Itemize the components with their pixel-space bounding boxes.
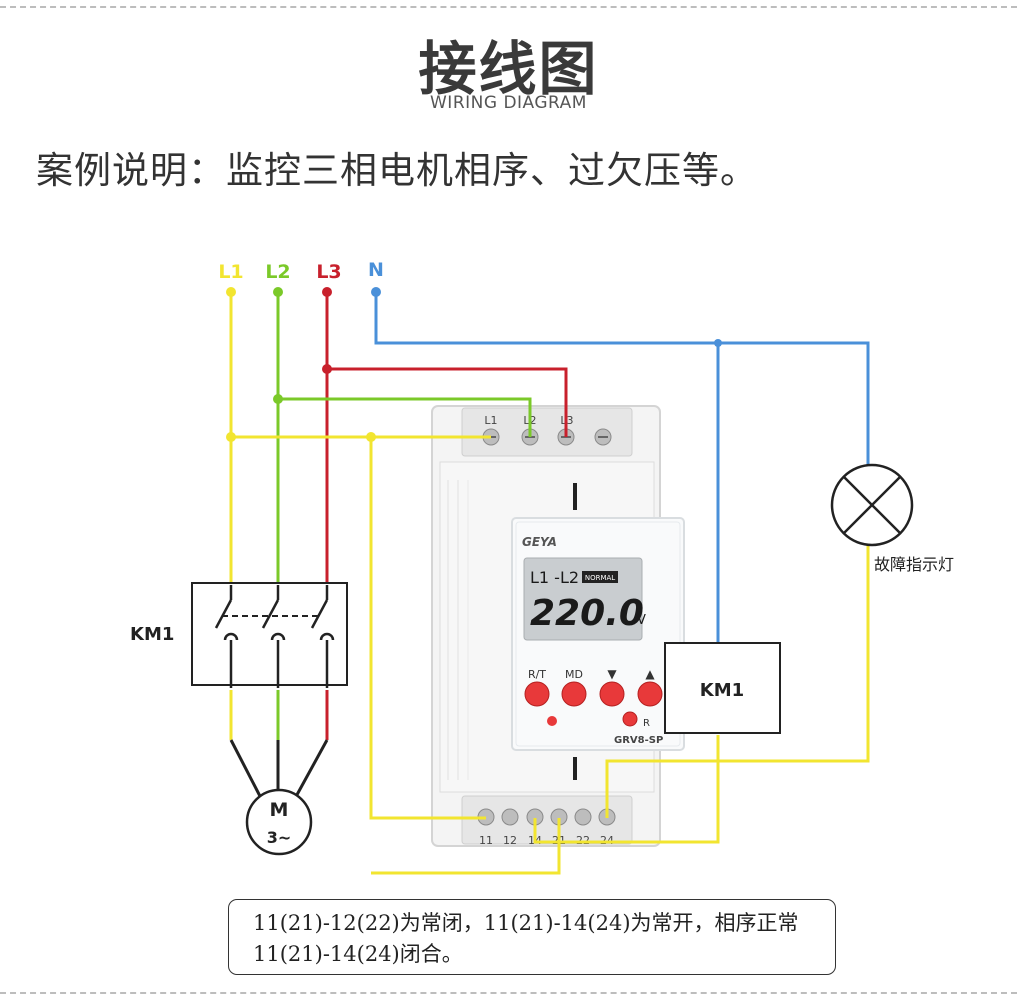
case-description: 案例说明：监控三相电机相序、过欠压等。 <box>36 149 758 192</box>
fault-lamp <box>830 463 914 547</box>
motor-feed-lines <box>229 739 329 803</box>
bottom-dashed-divider <box>0 992 1017 994</box>
contactor-km1 <box>191 582 348 688</box>
note-box: 11(21)-12(22)为常闭，11(21)-14(24)为常开，相序正常 1… <box>228 899 836 975</box>
phase-label-n: N <box>368 259 384 281</box>
coil-label: KM1 <box>700 680 744 701</box>
wire-neutral <box>374 292 870 643</box>
lcd-status-box <box>582 571 618 583</box>
fault-lamp-label: 故障指示灯 <box>874 555 954 574</box>
lcd-status: NORMAL <box>585 574 615 582</box>
relay-device: L1 L2 L3 11 12 14 21 22 24 GEYA L1 -L2 N… <box>431 405 685 847</box>
note-line-2: 11(21)-14(24)闭合。 <box>253 942 463 966</box>
phase-label-l2: L2 <box>265 261 290 283</box>
terminal-label-l1: L1 <box>484 414 497 427</box>
motor-label-phase: 3~ <box>267 828 292 847</box>
status-led <box>547 716 557 726</box>
phase-label-l1: L1 <box>218 261 243 283</box>
terminal-label-12: 12 <box>503 834 517 847</box>
note-line-1: 11(21)-12(22)为常闭，11(21)-14(24)为常开，相序正常 <box>253 911 799 935</box>
down-button[interactable] <box>599 681 625 707</box>
button-label-down: ▼ <box>607 667 617 681</box>
rt-button[interactable] <box>524 681 550 707</box>
button-label-rt: R/T <box>528 668 546 681</box>
reset-button[interactable] <box>622 711 638 727</box>
terminal-label-11: 11 <box>479 834 493 847</box>
md-button[interactable] <box>561 681 587 707</box>
motor <box>245 788 313 856</box>
top-terminal-screws <box>482 428 612 446</box>
phase-label-l3: L3 <box>316 261 341 283</box>
up-button[interactable] <box>637 681 663 707</box>
model-label: GRV8-SP <box>614 735 663 746</box>
brand-logo: GEYA <box>522 535 557 549</box>
km1-coil <box>664 642 781 734</box>
reset-label: R <box>643 718 650 729</box>
page-subtitle: WIRING DIAGRAM <box>430 93 587 113</box>
contactor-label: KM1 <box>130 624 174 645</box>
lcd-value: 220.0 <box>530 593 644 634</box>
lcd-unit: V <box>637 613 646 628</box>
button-label-up: ▲ <box>645 667 655 681</box>
button-label-md: MD <box>565 668 583 681</box>
lcd-channel: L1 -L2 <box>530 568 579 587</box>
bottom-terminal-screws <box>477 808 616 826</box>
junction-dots <box>226 287 722 442</box>
page-title: 接线图 <box>418 35 599 103</box>
motor-label-m: M <box>270 799 289 821</box>
top-dashed-divider <box>0 6 1017 8</box>
